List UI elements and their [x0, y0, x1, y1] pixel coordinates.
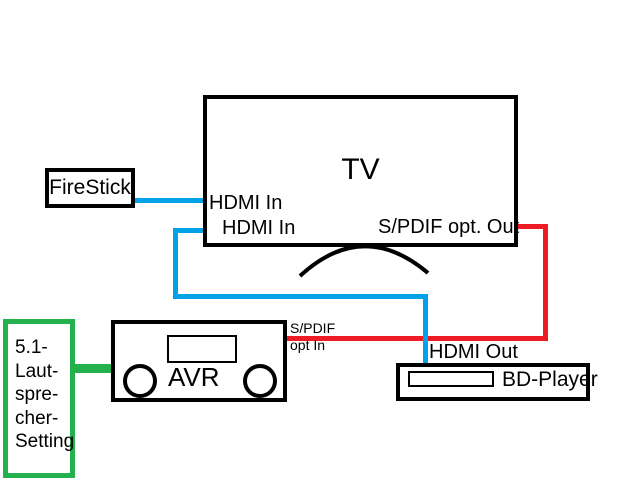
avr-label: AVR: [168, 362, 220, 392]
speaker-setting-line: cher-: [15, 407, 59, 429]
tv-port-spdif-opt-out: S/PDIF opt. Out: [378, 216, 520, 238]
tv-box: [203, 95, 518, 247]
hdmi-cable-bdplayer-to-tv-segment-vertical: [423, 294, 428, 363]
avr-knob-right: [243, 364, 277, 398]
speaker-setting-line: 5.1-: [15, 337, 48, 358]
bd-player-port-hdmi-out: HDMI Out: [429, 341, 518, 363]
hdmi-cable-bdplayer-to-tv-segment-left: [173, 228, 178, 299]
tv-port-hdmi-in-1: HDMI In: [209, 192, 283, 214]
avr-display-window: [167, 335, 237, 363]
tv-title: TV: [341, 153, 380, 186]
bd-player-label: BD-Player: [502, 368, 598, 391]
hdmi-cable-bdplayer-to-tv-segment-top: [173, 228, 205, 233]
firestick-box: FireStick: [45, 168, 135, 208]
firestick-label: FireStick: [49, 176, 131, 199]
speaker-setting-line: spre-: [15, 384, 59, 405]
speaker-setting-box: 5.1- Laut- spre- cher- Setting: [3, 319, 75, 478]
spdif-cable-tv-to-avr-segment-vertical: [543, 224, 548, 341]
avr-port-spdif-in-line1: S/PDIF: [290, 320, 336, 336]
speaker-cable-avr-to-setting: [73, 364, 113, 373]
spdif-cable-tv-to-avr-segment-bottom: [287, 336, 548, 341]
tv-port-hdmi-in-2: HDMI In: [222, 217, 296, 239]
spdif-cable-tv-to-avr-segment-top: [514, 224, 548, 229]
hdmi-cable-firestick-to-tv: [131, 198, 205, 203]
avr-knob-left: [123, 364, 157, 398]
speaker-setting-line: Setting: [15, 431, 75, 452]
speaker-setting-line: Laut-: [15, 360, 59, 382]
avr-port-spdif-in-line2: opt In: [290, 337, 326, 353]
hdmi-cable-bdplayer-to-tv-segment-bottom: [173, 294, 428, 299]
bd-player-disc-tray: [408, 371, 494, 387]
